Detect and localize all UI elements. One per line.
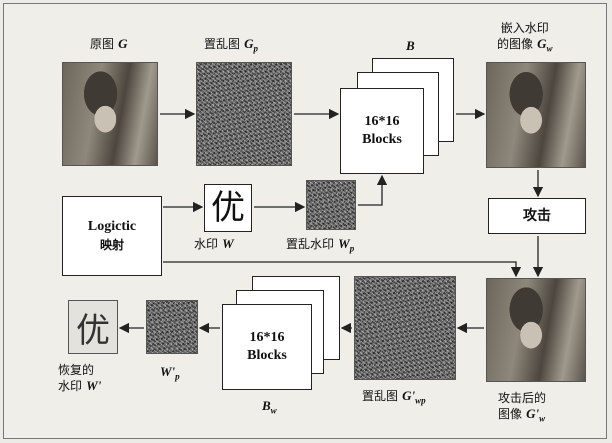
arrow-logistic-to-attacked bbox=[163, 262, 516, 276]
arrow-scrambled-wm-to-blocks bbox=[358, 176, 382, 205]
